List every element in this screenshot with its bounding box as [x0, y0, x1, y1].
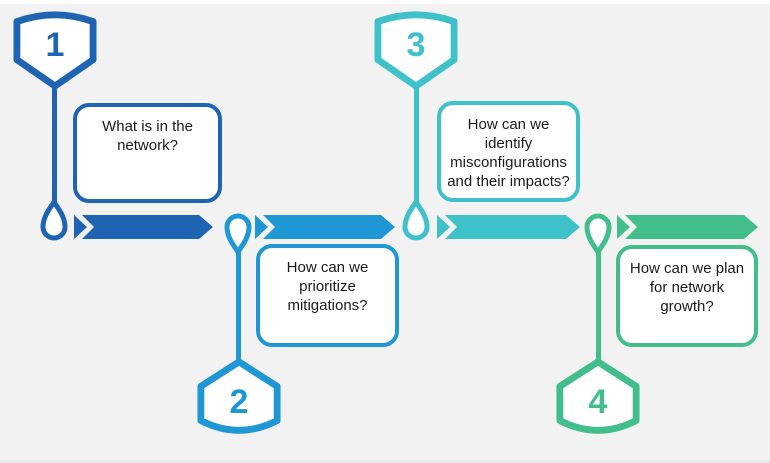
step3-timeline-node — [402, 200, 430, 241]
step2-question-box: How can we prioritize mitigations? — [256, 244, 399, 347]
step2-timeline-arrow — [255, 215, 395, 239]
step3-question-box: How can we identify misconfigurations an… — [437, 101, 580, 202]
step1-question-box: What is in the network? — [73, 103, 222, 203]
step4-badge: 4 — [554, 357, 642, 445]
step4-number: 4 — [588, 383, 608, 421]
step2-connector-line — [235, 246, 241, 362]
step2-timeline-node — [224, 213, 252, 254]
step1-timeline-arrow — [74, 215, 213, 239]
step1-number: 1 — [45, 26, 65, 64]
step1-connector-line — [51, 80, 57, 204]
step4-question-text: How can we plan for network growth? — [629, 260, 745, 315]
step1-badge: 1 — [11, 6, 99, 90]
step4-question-box: How can we plan for network growth? — [616, 245, 758, 347]
step4-timeline-arrow — [617, 215, 758, 239]
step4-connector-line — [595, 246, 601, 362]
bottom-edge-strip — [0, 460, 770, 463]
step2-question-text: How can we prioritize mitigations? — [286, 259, 369, 314]
step1-timeline-node — [40, 200, 68, 241]
top-edge-strip — [0, 0, 770, 4]
step3-timeline-arrow — [437, 215, 580, 239]
step2-badge: 2 — [195, 357, 283, 445]
step3-question-text: How can we identify misconfigurations an… — [447, 116, 570, 190]
step3-number: 3 — [406, 26, 426, 64]
shield-up-icon — [13, 11, 97, 90]
shield-down-icon — [556, 358, 640, 434]
step3-badge: 3 — [372, 6, 460, 90]
step2-number: 2 — [229, 383, 249, 421]
shield-up-icon — [374, 11, 458, 90]
step1-question-text: What is in the network? — [102, 118, 193, 154]
shield-down-icon — [197, 358, 281, 434]
step4-timeline-node — [584, 213, 612, 254]
step3-connector-line — [413, 80, 419, 204]
